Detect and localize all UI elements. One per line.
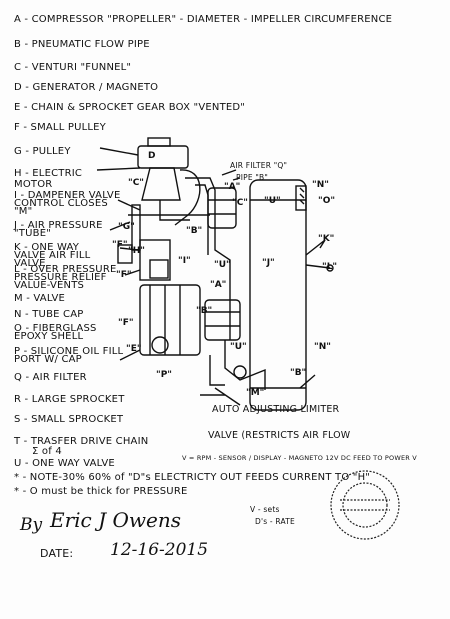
legend-item-p: P - SILICONE OIL FILL PORT W/ CAP bbox=[14, 346, 124, 365]
legend-item-b: B - PNEUMATIC FLOW PIPE bbox=[14, 39, 150, 50]
legend-item-a: A - COMPRESSOR "PROPELLER" - DIAMETER - … bbox=[14, 14, 393, 25]
gear-box bbox=[139, 284, 201, 356]
label-n2: "N" bbox=[314, 342, 331, 352]
label-b3: "B" bbox=[290, 368, 307, 378]
legend-item-n: N - TUBE CAP bbox=[14, 309, 84, 320]
label-j: "J" bbox=[262, 258, 275, 268]
label-u3: "U" bbox=[230, 342, 247, 352]
legend-item-q: Q - AIR FILTER bbox=[14, 372, 87, 383]
air-pressure-tube bbox=[249, 179, 307, 411]
label-d: D bbox=[148, 151, 156, 161]
label-p: "P" bbox=[156, 370, 172, 380]
legend-item-c: C - VENTURI "FUNNEL" bbox=[14, 62, 132, 73]
label-e: "E" bbox=[126, 344, 142, 354]
v-equation-label: V = RPM - SENSOR / DISPLAY - MAGNETO 12V… bbox=[182, 454, 417, 462]
date-label: DATE: bbox=[40, 547, 74, 560]
legend-item-m: M - VALVE bbox=[14, 293, 66, 304]
legend-item-l: L - OVER PRESSURE PRESSURE RELIEF VALUE-… bbox=[14, 264, 117, 291]
legend-item-j: J - AIR PRESSURE "TUBE" bbox=[14, 220, 103, 239]
label-i: "I" bbox=[178, 256, 191, 266]
label-h: "H" bbox=[128, 246, 145, 256]
legend-item-f: F - SMALL PULLEY bbox=[14, 122, 106, 133]
label-m: "M" bbox=[246, 388, 265, 398]
label-u2: "U" bbox=[214, 260, 231, 270]
label-g: "G" bbox=[118, 222, 135, 232]
label-f3: "F" bbox=[118, 318, 134, 328]
label-u1: "U" bbox=[264, 196, 281, 206]
legend-item-s: S - SMALL SPROCKET bbox=[14, 414, 124, 425]
label-a1: "A" bbox=[224, 182, 241, 192]
one-way-valve-bottom bbox=[233, 365, 247, 379]
label-b2: "B" bbox=[196, 306, 213, 316]
v-sets-label: V - sets bbox=[250, 505, 280, 514]
label-k: "K" bbox=[318, 234, 335, 244]
legend-item-r: R - LARGE SPROCKET bbox=[14, 394, 125, 405]
label-b1: "B" bbox=[186, 226, 203, 236]
note-electricity: * - NOTE-30% 60% of "D"s ELECTRICTY OUT … bbox=[14, 472, 371, 483]
label-l: "L" bbox=[322, 262, 338, 272]
compressor-lower bbox=[204, 299, 241, 341]
label-f2: "F" bbox=[116, 270, 132, 280]
signature-by: By bbox=[20, 515, 43, 535]
pipe-b-label: PIPE "B" bbox=[236, 173, 269, 182]
legend-item-i: I - DAMPENER VALVE CONTROL CLOSES "M" bbox=[14, 190, 121, 217]
legend-item-e: E - CHAIN & SPROCKET GEAR BOX "VENTED" bbox=[14, 102, 246, 113]
air-filter-label: AIR FILTER "Q" bbox=[230, 161, 288, 170]
legend-item-u: U - ONE WAY VALVE bbox=[14, 458, 115, 469]
postmark-stamp bbox=[330, 470, 400, 540]
signature-name: Eric J Owens bbox=[50, 508, 181, 532]
generator-housing bbox=[137, 145, 189, 169]
legend-item-g: G - PULLEY bbox=[14, 146, 71, 157]
legend-item-d: D - GENERATOR / MAGNETO bbox=[14, 82, 159, 93]
pneumatic-pipe bbox=[185, 177, 231, 340]
label-o: "O" bbox=[318, 196, 336, 206]
legend-item-t: T - TRASFER DRIVE CHAIN bbox=[14, 436, 149, 447]
date-value: 12-16-2015 bbox=[110, 540, 209, 560]
label-f1: "F" bbox=[112, 240, 128, 250]
legend-item-k: K - ONE WAY VALVE AIR FILL VALVE bbox=[14, 242, 91, 269]
electric-motor bbox=[139, 239, 171, 281]
venturi-funnel bbox=[141, 167, 181, 201]
note-thick: * - O must be thick for PRESSURE bbox=[14, 486, 188, 497]
valve-restrict-label: VALVE (RESTRICTS AIR FLOW bbox=[208, 430, 351, 441]
label-c2: "C" bbox=[232, 198, 248, 208]
legend-item-o: O - FIBERGLASS EPOXY SHELL bbox=[14, 323, 97, 342]
legend-t-sub: Σ of 4 bbox=[32, 446, 62, 457]
compressor-upper bbox=[207, 187, 237, 229]
legend-item-h: H - ELECTRIC MOTOR bbox=[14, 168, 83, 190]
label-n1: "N" bbox=[312, 180, 329, 190]
label-c: "C" bbox=[128, 178, 144, 188]
d-rate-label: D's - RATE bbox=[255, 517, 295, 526]
label-a2: "A" bbox=[210, 280, 227, 290]
